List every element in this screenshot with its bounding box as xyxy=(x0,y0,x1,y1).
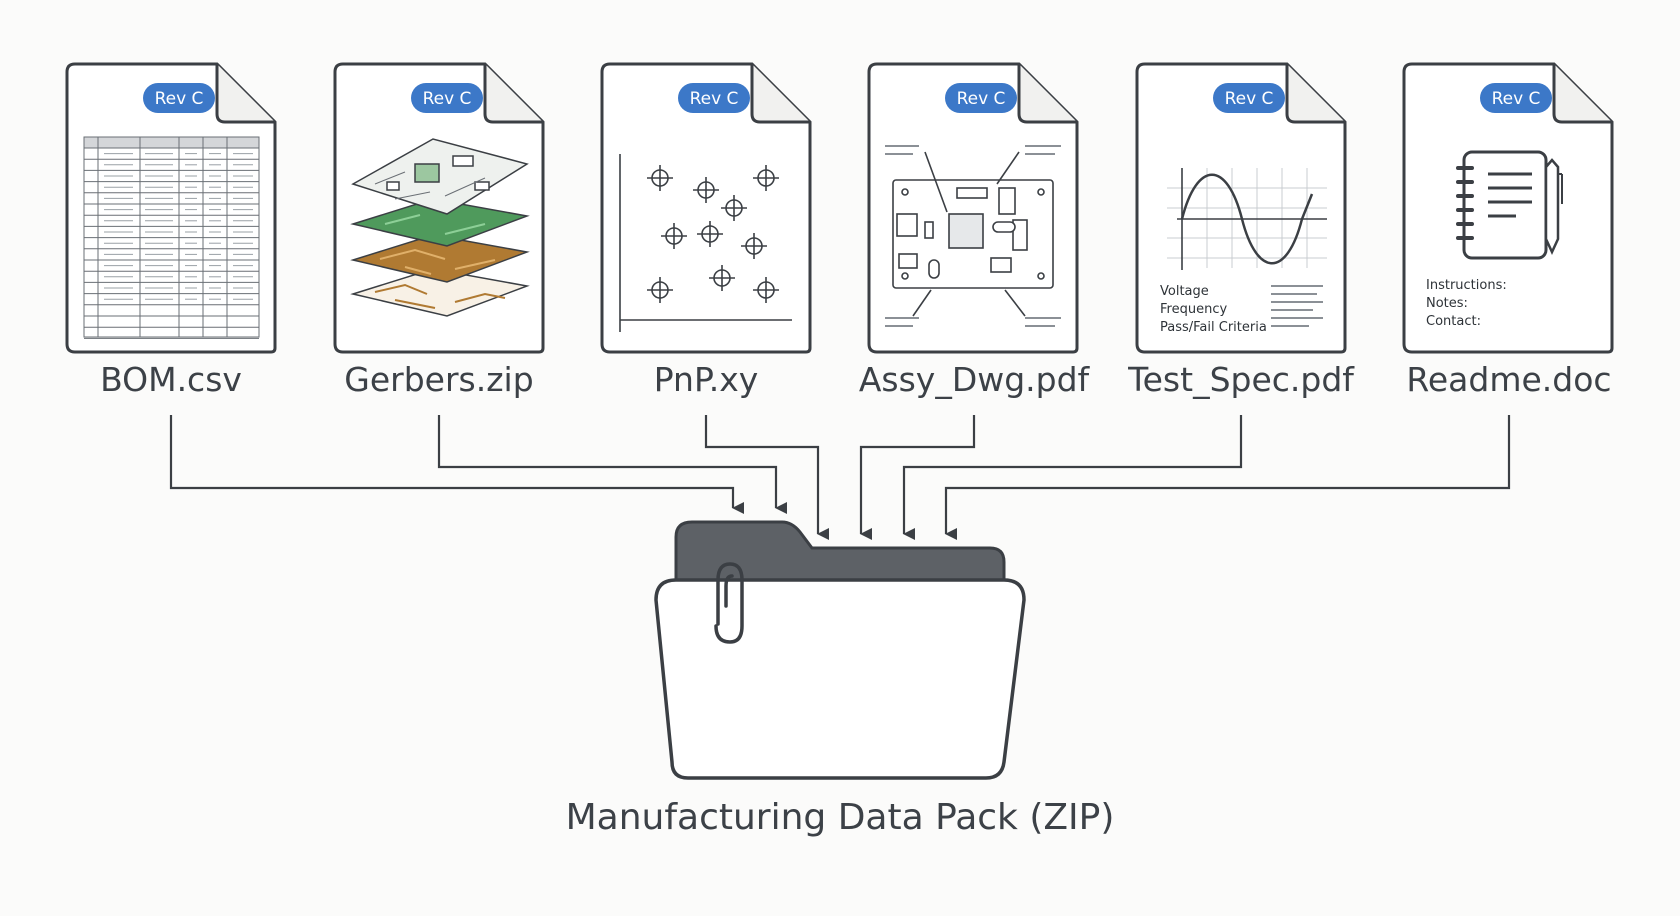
folded-corner-icon xyxy=(1552,64,1612,124)
folder-paperclip-icon[interactable] xyxy=(654,520,1026,780)
file-card-readme[interactable]: Rev C Instructions: Notes: Contact: xyxy=(1402,62,1614,354)
crosshair-marker xyxy=(753,165,779,191)
spec-line-voltage: Voltage xyxy=(1160,284,1209,299)
notebook-pen-icon xyxy=(1456,150,1563,260)
crosshair-marker xyxy=(741,233,767,259)
arrow-bom xyxy=(169,415,744,514)
svg-text:Rev C: Rev C xyxy=(690,89,739,109)
svg-text:Rev C: Rev C xyxy=(1225,89,1274,109)
arrow-pnp xyxy=(704,415,829,540)
crosshair-marker xyxy=(721,195,747,221)
arrow-assy xyxy=(859,415,976,540)
file-label-assy[interactable]: Assy_Dwg.pdf xyxy=(858,360,1090,399)
text-placeholder-lines xyxy=(1271,285,1323,327)
crosshair-marker xyxy=(661,223,687,249)
folder-back-tab xyxy=(674,520,1006,584)
file-card-test-spec[interactable]: Rev C Voltage Frequency Pass/Fail Criter… xyxy=(1135,62,1347,354)
file-label-test-spec[interactable]: Test_Spec.pdf xyxy=(1128,360,1354,399)
assembly-drawing-icon xyxy=(885,145,1061,327)
document-icon xyxy=(600,62,812,354)
file-card-gerbers[interactable]: Rev C xyxy=(333,62,545,354)
readme-line-instructions: Instructions: xyxy=(1426,278,1507,293)
folded-corner-icon xyxy=(750,64,810,124)
waveform-chart-icon xyxy=(1167,168,1327,270)
svg-text:Rev C: Rev C xyxy=(957,89,1006,109)
crosshair-marker xyxy=(709,265,735,291)
folded-corner-icon xyxy=(483,64,543,124)
spreadsheet-icon xyxy=(83,136,260,339)
arrow-gerbers xyxy=(437,415,787,514)
readme-line-notes: Notes: xyxy=(1426,296,1468,311)
spec-line-frequency: Frequency xyxy=(1160,302,1227,317)
svg-text:Rev C: Rev C xyxy=(423,89,472,109)
rev-badge: Rev C xyxy=(678,83,750,113)
file-label-readme[interactable]: Readme.doc xyxy=(1406,360,1612,399)
file-label-gerbers[interactable]: Gerbers.zip xyxy=(344,360,534,399)
crosshair-marker xyxy=(647,165,673,191)
file-label-pnp[interactable]: PnP.xy xyxy=(653,360,759,399)
readme-line-contact: Contact: xyxy=(1426,314,1481,329)
file-card-bom[interactable]: Rev C xyxy=(65,62,277,354)
rev-badge: Rev C xyxy=(945,83,1017,113)
connector-arrows xyxy=(169,415,1511,540)
paperclip-icon xyxy=(714,562,744,644)
folded-corner-icon xyxy=(1285,64,1345,124)
rev-badge: Rev C xyxy=(143,83,215,113)
folded-corner-icon xyxy=(1017,64,1077,124)
file-card-pnp[interactable]: Rev C xyxy=(600,62,812,354)
rev-badge: Rev C xyxy=(411,83,483,113)
file-card-assy[interactable]: Rev C xyxy=(867,62,1079,354)
pcb-layers-icon xyxy=(350,138,530,317)
rev-badge: Rev C xyxy=(1480,83,1552,113)
pack-label: Manufacturing Data Pack (ZIP) xyxy=(565,797,1115,838)
folder-front xyxy=(654,578,1026,780)
file-label-bom[interactable]: BOM.csv xyxy=(100,360,242,399)
crosshair-marker xyxy=(647,277,673,303)
crosshair-marker xyxy=(697,221,723,247)
svg-text:Rev C: Rev C xyxy=(1492,89,1541,109)
folded-corner-icon xyxy=(215,64,275,124)
crosshair-marker xyxy=(753,277,779,303)
crosshair-marker xyxy=(693,177,719,203)
svg-text:Rev C: Rev C xyxy=(155,89,204,109)
arrow-readme xyxy=(944,415,1511,540)
arrow-test xyxy=(902,415,1243,540)
rev-badge: Rev C xyxy=(1213,83,1285,113)
pick-and-place-plot-icon xyxy=(619,154,792,332)
spec-line-criteria: Pass/Fail Criteria xyxy=(1160,320,1267,335)
